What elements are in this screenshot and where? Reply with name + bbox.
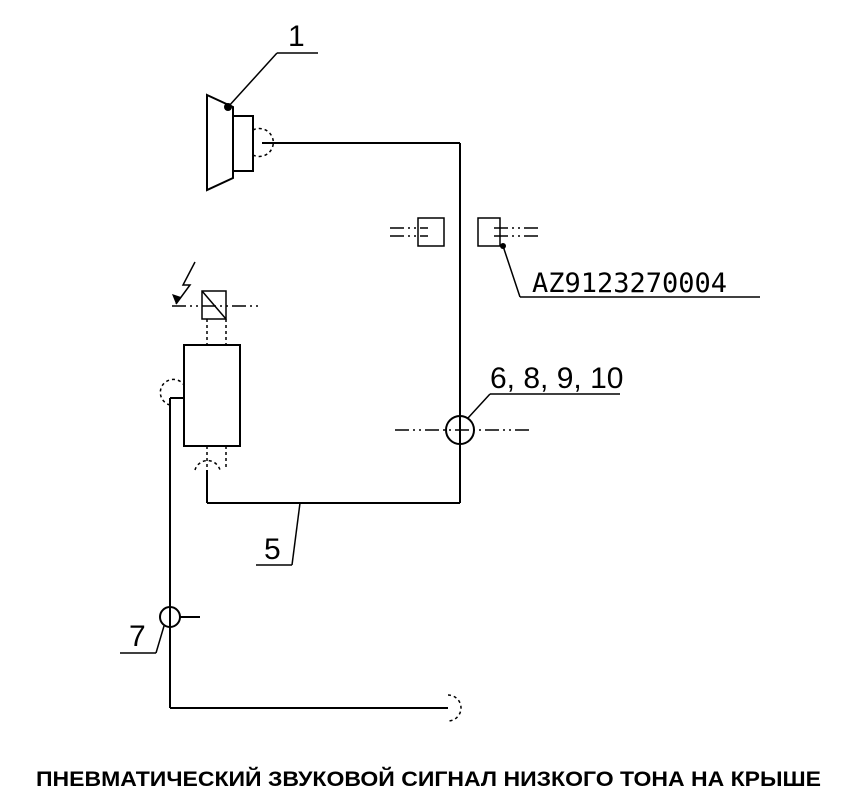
valve-inlet-fitting [159, 378, 185, 406]
air-pipe [206, 142, 461, 504]
fittings-label: 6, 8, 9, 10 [490, 362, 623, 395]
tee-label: 7 [129, 620, 146, 653]
pipe-label: 5 [264, 533, 281, 566]
supply-line [169, 398, 462, 722]
diagram-caption: ПНЕВМАТИЧЕСКИЙ ЗВУКОВОЙ СИГНАЛ НИЗКОГО Т… [36, 767, 821, 791]
part-number-leader [502, 245, 760, 298]
fitting-6-8-9-10 [395, 415, 530, 445]
fittings-label-leader [467, 393, 620, 419]
tee-7 [159, 606, 200, 628]
connector-right [477, 217, 538, 249]
part-number-label: AZ9123270004 [532, 268, 727, 299]
tee-label-leader [120, 625, 165, 654]
horn-label-leader [227, 52, 318, 108]
valve-symbol [172, 261, 258, 471]
pipe-label-leader [256, 502, 301, 566]
connector-left [390, 217, 445, 247]
horn-label: 1 [288, 20, 305, 53]
